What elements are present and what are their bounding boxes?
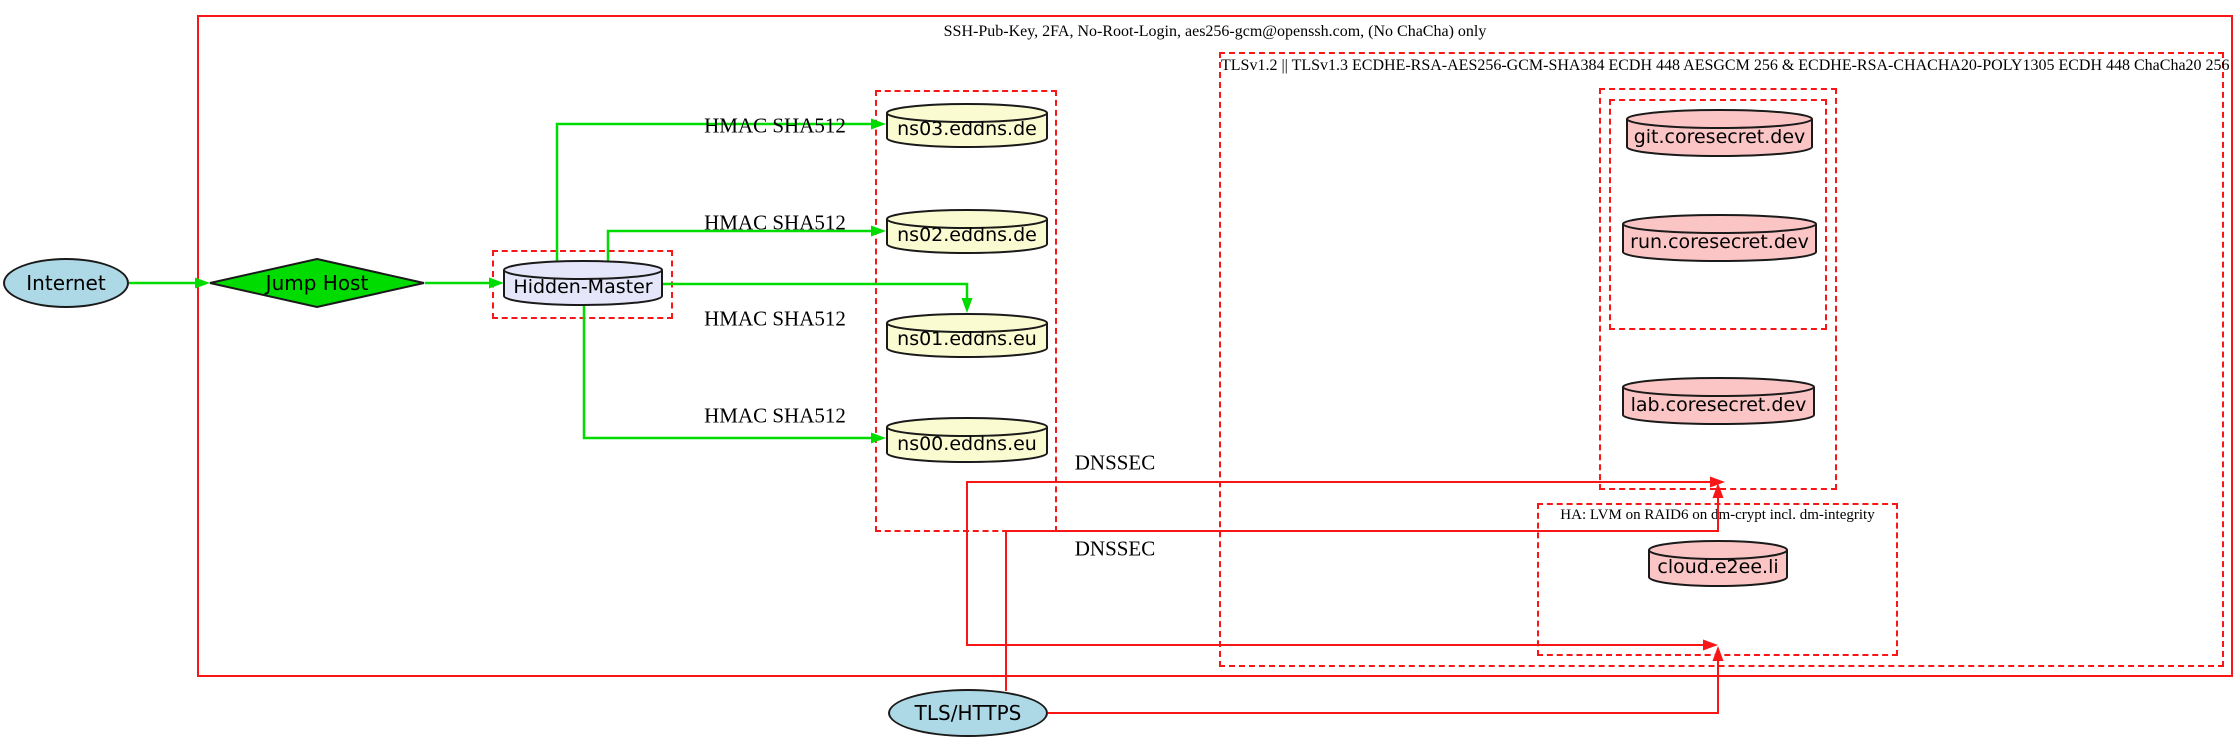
cylinder-shape — [503, 260, 663, 306]
node-ns03: ns03.eddns.de — [886, 103, 1048, 148]
node-run-coresecret-label: run.coresecret.dev — [1630, 230, 1809, 253]
cluster-ssh-label: SSH-Pub-Key, 2FA, No-Root-Login, aes256-… — [943, 23, 1487, 40]
node-jump-host-label: Jump Host — [265, 271, 369, 295]
edge-label-hmac-sha512-ns01: HMAC SHA512 — [704, 306, 846, 331]
node-cloud-e2ee: cloud.e2ee.li — [1648, 540, 1788, 587]
cylinder-shape — [1622, 377, 1815, 425]
edge-label-dnssec-1: DNSSEC — [1074, 450, 1156, 475]
node-tls-https: TLS/HTTPS — [888, 689, 1048, 737]
cylinder-shape — [886, 313, 1048, 358]
cylinder-shape — [886, 209, 1048, 254]
node-cloud-e2ee-label: cloud.e2ee.li — [1657, 556, 1779, 578]
edge-label-hmac-sha512-ns03: HMAC SHA512 — [704, 113, 846, 138]
node-internet: Internet — [3, 258, 129, 308]
node-git-coresecret-label: git.coresecret.dev — [1633, 125, 1806, 148]
node-ns03-label: ns03.eddns.de — [897, 118, 1037, 140]
node-lab-coresecret-label: lab.coresecret.dev — [1630, 393, 1807, 416]
node-ns02: ns02.eddns.de — [886, 209, 1048, 254]
edge-label-dnssec-2: DNSSEC — [1074, 536, 1156, 561]
cylinder-shape — [1648, 540, 1788, 587]
cluster-tls: TLSv1.2 || TLSv1.3 ECDHE-RSA-AES256-GCM-… — [1219, 52, 2230, 667]
node-hidden-master: Hidden-Master — [503, 260, 663, 306]
node-ns02-label: ns02.eddns.de — [897, 224, 1037, 246]
node-ns01-label: ns01.eddns.eu — [897, 328, 1037, 350]
node-tls-https-label: TLS/HTTPS — [914, 701, 1022, 725]
cluster-git-run — [1609, 99, 1827, 330]
cluster-ha-label: HA: LVM on RAID6 on dm-crypt incl. dm-in… — [1560, 507, 1875, 523]
node-lab-coresecret: lab.coresecret.dev — [1622, 377, 1815, 425]
node-jump-host: Jump Host — [209, 258, 425, 308]
edge-label-hmac-sha512-ns02: HMAC SHA512 — [704, 210, 846, 235]
cluster-dns-servers — [875, 90, 1057, 532]
cylinder-shape — [1622, 214, 1817, 262]
node-run-coresecret: run.coresecret.dev — [1622, 214, 1817, 262]
node-ns00: ns00.eddns.eu — [886, 417, 1048, 463]
node-ns01: ns01.eddns.eu — [886, 313, 1048, 358]
diamond-shape — [209, 258, 425, 308]
node-git-coresecret: git.coresecret.dev — [1626, 109, 1813, 157]
node-hidden-master-label: Hidden-Master — [513, 275, 653, 298]
edge-label-hmac-sha512-ns00: HMAC SHA512 — [704, 403, 846, 428]
cylinder-shape — [886, 103, 1048, 148]
node-internet-label: Internet — [26, 271, 106, 295]
node-ns00-label: ns00.eddns.eu — [897, 432, 1037, 455]
cluster-tls-label: TLSv1.2 || TLSv1.3 ECDHE-RSA-AES256-GCM-… — [1221, 57, 2230, 74]
cylinder-shape — [886, 417, 1048, 463]
cylinder-shape — [1626, 109, 1813, 157]
